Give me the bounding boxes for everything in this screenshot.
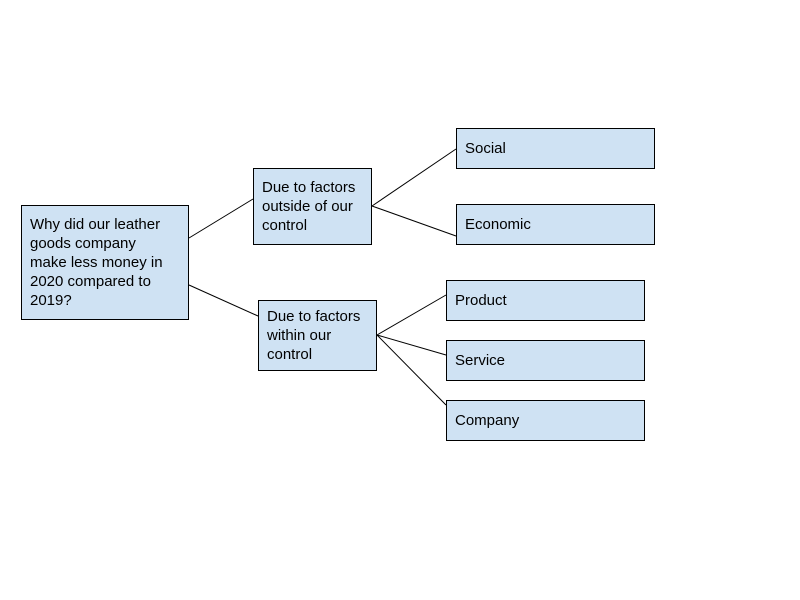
root-question-box: Why did our leather goods company make l… bbox=[21, 205, 189, 320]
leaf-economic-box: Economic bbox=[456, 204, 655, 245]
root-question-text: Why did our leather goods company make l… bbox=[30, 216, 163, 309]
branch-within-control-text: Due to factors within our control bbox=[267, 308, 361, 363]
connector-root-to-outside bbox=[188, 198, 254, 239]
connector-within-to-product bbox=[376, 294, 447, 336]
leaf-company-text: Company bbox=[455, 412, 520, 429]
connector-outside-to-economic bbox=[371, 205, 457, 237]
branch-within-control-box: Due to factors within our control bbox=[258, 300, 377, 371]
branch-outside-control-text: Due to factors outside of our control bbox=[262, 179, 356, 234]
leaf-product-text: Product bbox=[455, 292, 507, 309]
leaf-product-box: Product bbox=[446, 280, 645, 321]
branch-outside-control-box: Due to factors outside of our control bbox=[253, 168, 372, 245]
connector-within-to-company bbox=[376, 334, 447, 406]
connector-within-to-service bbox=[376, 334, 447, 356]
connector-root-to-within bbox=[188, 284, 259, 317]
leaf-social-text: Social bbox=[465, 140, 506, 157]
connector-outside-to-social bbox=[371, 148, 457, 207]
leaf-company-box: Company bbox=[446, 400, 645, 441]
leaf-social-box: Social bbox=[456, 128, 655, 169]
leaf-economic-text: Economic bbox=[465, 216, 531, 233]
leaf-service-text: Service bbox=[455, 352, 506, 369]
leaf-service-box: Service bbox=[446, 340, 645, 381]
